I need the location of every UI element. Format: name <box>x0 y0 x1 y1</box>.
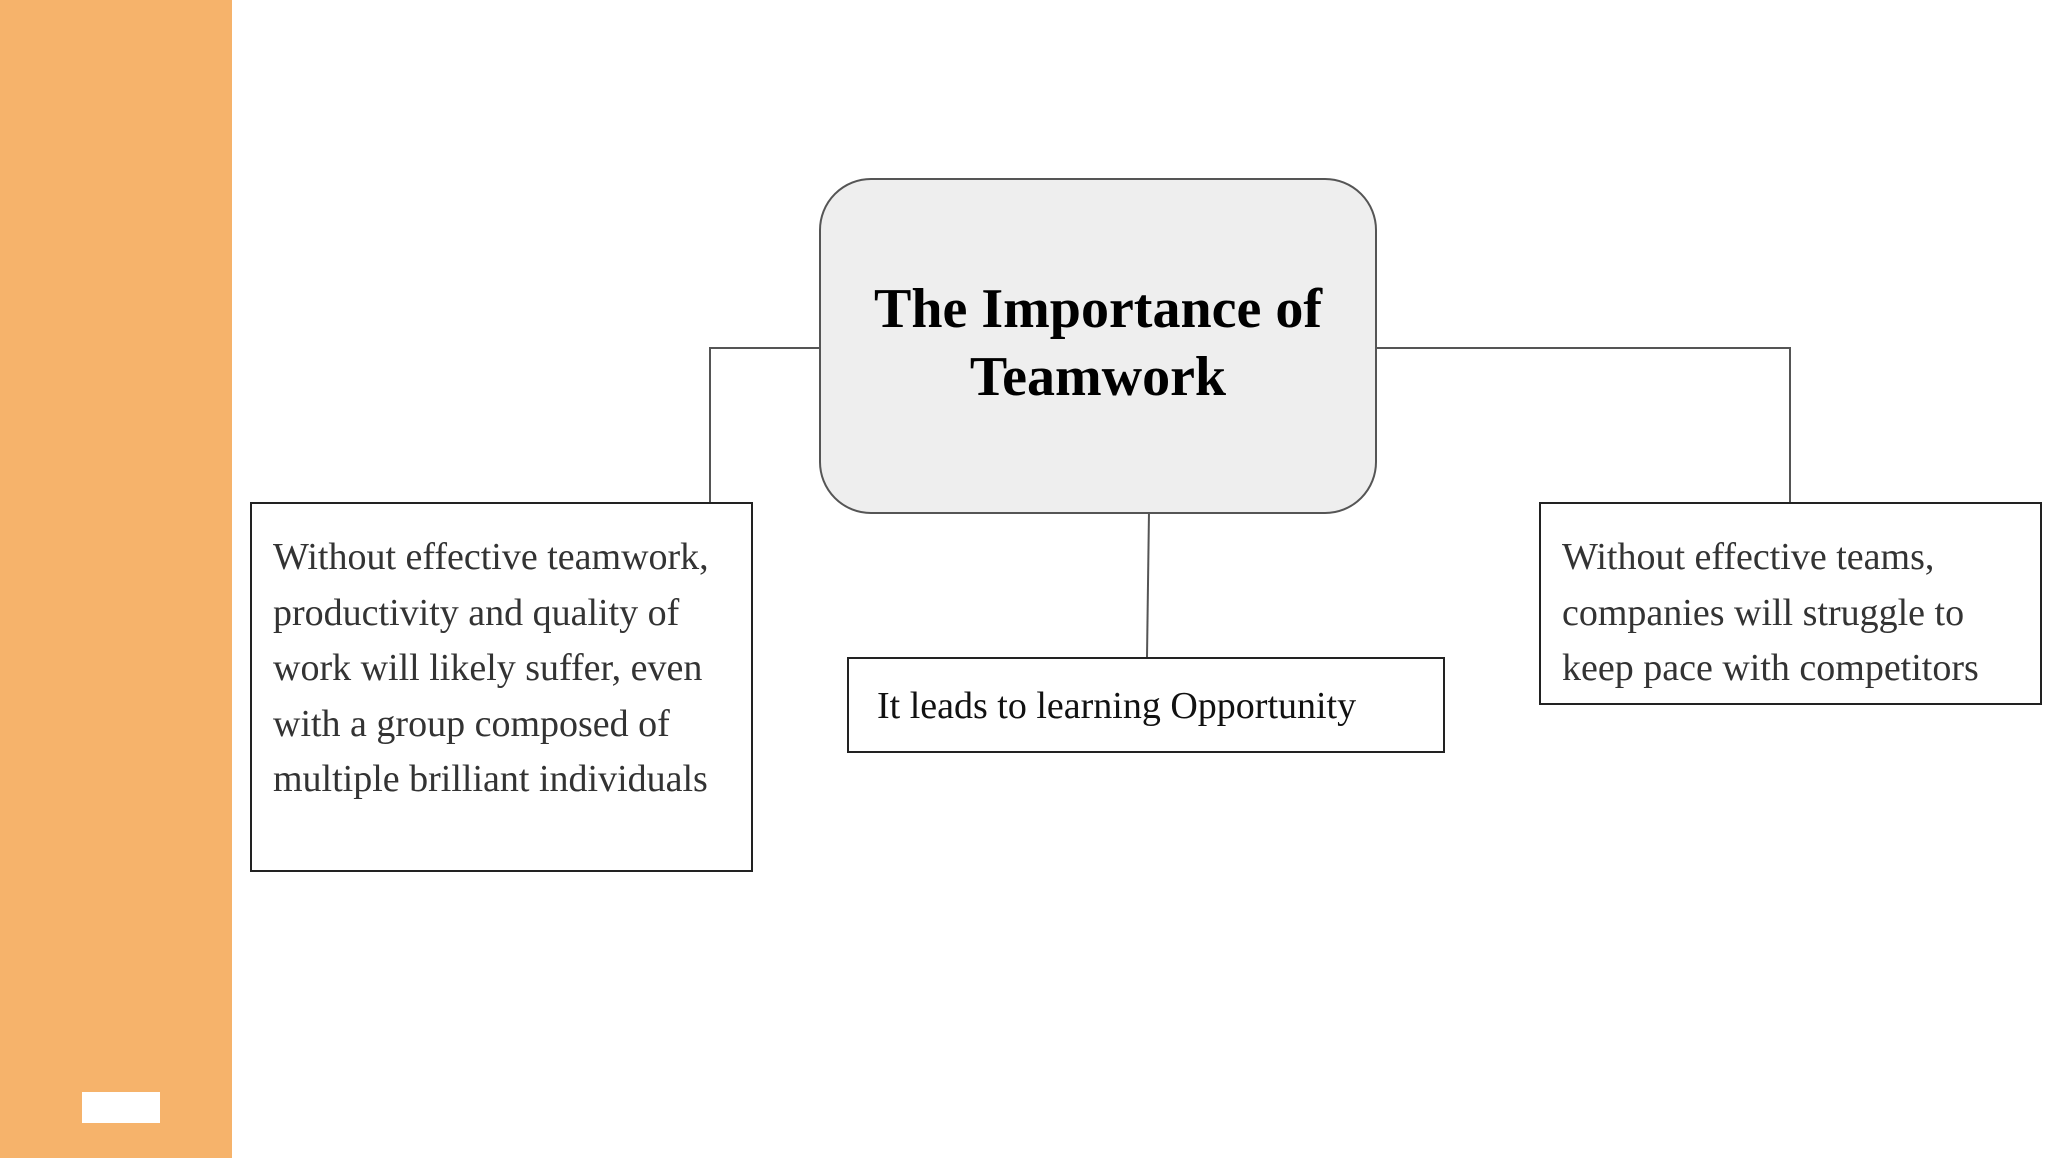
sidebar-accent-bar <box>0 0 232 1158</box>
branch-box-left: Without effective teamwork, productivity… <box>250 502 753 872</box>
branch-box-center: It leads to learning Opportunity <box>847 657 1445 753</box>
central-topic-title: The Importance of Teamwork <box>874 278 1322 408</box>
central-topic-node: The Importance of Teamwork <box>819 178 1377 514</box>
connector-left <box>709 347 819 502</box>
branch-box-right: Without effective teams, companies will … <box>1539 502 2042 705</box>
connector-right <box>1377 347 1791 502</box>
connector-center <box>1146 510 1150 658</box>
slide-marker <box>82 1092 160 1123</box>
